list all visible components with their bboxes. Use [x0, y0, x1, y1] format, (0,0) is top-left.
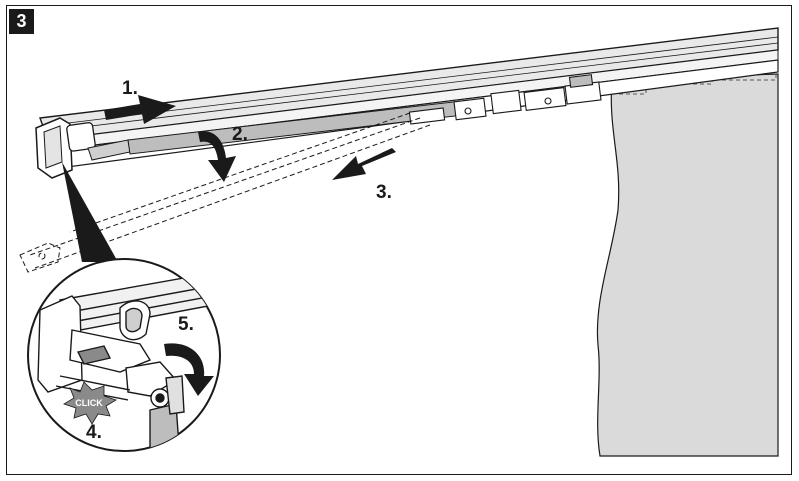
arrow-step-5	[164, 343, 214, 396]
arrow-step-1	[104, 95, 176, 124]
step-label-2: 2.	[232, 124, 248, 145]
click-burst	[63, 381, 117, 425]
curtain-fabric	[596, 73, 779, 457]
arrow-step-2	[198, 131, 236, 182]
step-label-5: 5.	[178, 314, 194, 335]
carrier-assembly	[408, 74, 602, 125]
step-badge: 3	[9, 9, 34, 34]
step-label-4: 4.	[86, 422, 102, 443]
step-label-3: 3.	[376, 182, 392, 203]
zoom-pointer	[62, 162, 118, 262]
rail-end-cap	[35, 117, 131, 179]
detail-callout	[27, 258, 221, 452]
click-text: CLICK	[75, 398, 103, 408]
arrow-step-3	[332, 148, 396, 180]
step-label-1: 1.	[122, 78, 138, 99]
